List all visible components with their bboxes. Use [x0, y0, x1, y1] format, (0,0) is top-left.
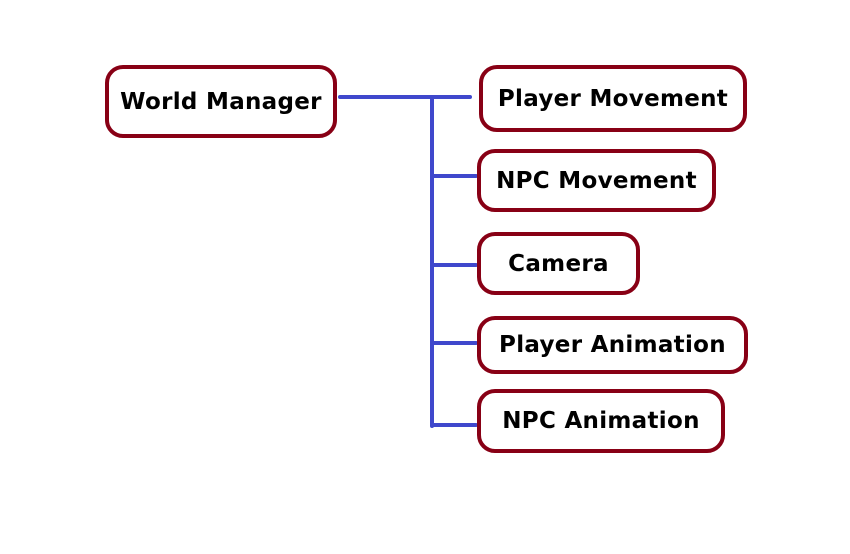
node-camera: Camera [477, 232, 640, 295]
node-world-manager: World Manager [105, 65, 337, 138]
node-player-animation: Player Animation [477, 316, 748, 374]
node-npc-animation: NPC Animation [477, 389, 725, 453]
node-player-movement: Player Movement [479, 65, 747, 132]
node-npc-movement: NPC Movement [477, 149, 716, 212]
